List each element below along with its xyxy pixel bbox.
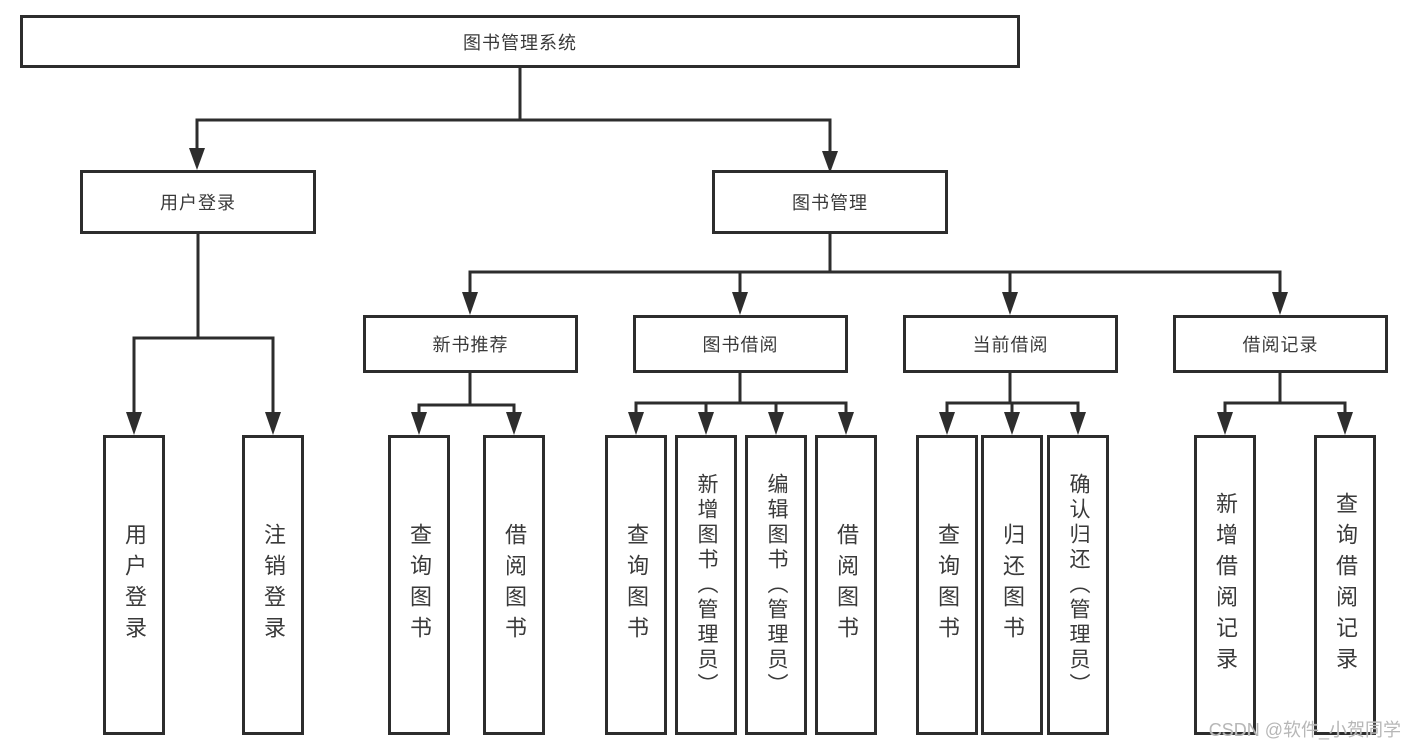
leaf-records-query-label: 查询借阅记录	[1333, 492, 1358, 678]
node-current-borrowing-label: 当前借阅	[972, 335, 1049, 355]
leaf-current-query-label: 查询图书	[935, 523, 960, 647]
arrowheads	[126, 148, 1353, 435]
leaf-newbooks-borrow: 借阅图书	[483, 435, 545, 735]
node-user-login-label: 用户登录	[160, 193, 236, 213]
node-new-books: 新书推荐	[363, 315, 578, 373]
leaf-current-query: 查询图书	[916, 435, 978, 735]
node-new-books-label: 新书推荐	[432, 335, 509, 355]
leaf-borrowing-borrow: 借阅图书	[815, 435, 877, 735]
leaf-current-return-label: 归还图书	[1000, 523, 1025, 647]
node-borrow-records-label: 借阅记录	[1242, 335, 1319, 355]
node-book-borrowing: 图书借阅	[633, 315, 848, 373]
leaf-newbooks-query-label: 查询图书	[407, 523, 432, 647]
node-book-borrowing-label: 图书借阅	[702, 335, 779, 355]
node-book-management-label: 图书管理	[792, 193, 868, 213]
node-root-label: 图书管理系统	[463, 32, 577, 53]
leaf-logout: 注销登录	[242, 435, 304, 735]
csdn-watermark: CSDN @软件_小贺同学	[1208, 720, 1401, 740]
leaf-borrowing-query-label: 查询图书	[624, 523, 649, 647]
node-current-borrowing: 当前借阅	[903, 315, 1118, 373]
leaf-current-return: 归还图书	[981, 435, 1043, 735]
leaf-borrowing-query: 查询图书	[605, 435, 667, 735]
node-root: 图书管理系统	[20, 15, 1020, 68]
leaf-newbooks-query: 查询图书	[388, 435, 450, 735]
leaf-newbooks-borrow-label: 借阅图书	[502, 523, 527, 647]
leaf-records-add-label: 新增借阅记录	[1213, 492, 1238, 678]
leaf-borrowing-edit-label: 编辑图书（管理员）	[765, 472, 788, 698]
leaf-borrowing-edit: 编辑图书（管理员）	[745, 435, 807, 735]
leaf-user-login: 用户登录	[103, 435, 165, 735]
leaf-records-query: 查询借阅记录	[1314, 435, 1376, 735]
leaf-borrowing-add-label: 新增图书（管理员）	[695, 472, 718, 698]
leaf-current-confirm-label: 确认归还（管理员）	[1067, 472, 1090, 698]
node-borrow-records: 借阅记录	[1173, 315, 1388, 373]
leaf-borrowing-borrow-label: 借阅图书	[834, 523, 859, 647]
leaf-borrowing-add: 新增图书（管理员）	[675, 435, 737, 735]
leaf-user-login-label: 用户登录	[122, 523, 147, 647]
leaf-logout-label: 注销登录	[261, 523, 286, 647]
leaf-current-confirm: 确认归还（管理员）	[1047, 435, 1109, 735]
node-user-login: 用户登录	[80, 170, 316, 234]
node-book-management: 图书管理	[712, 170, 948, 234]
leaf-records-add: 新增借阅记录	[1194, 435, 1256, 735]
